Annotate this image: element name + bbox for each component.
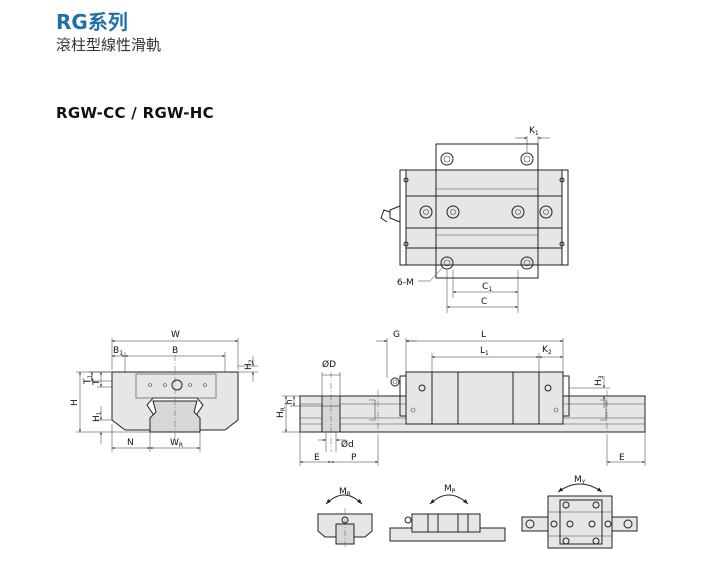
moment-mp-drawing (389, 494, 506, 542)
label-hr: HR (276, 407, 287, 418)
label-c1: C1 (482, 282, 492, 293)
label-h3: H3 (594, 375, 605, 386)
label-6m: 6-M (397, 278, 414, 288)
label-n: N (127, 438, 134, 448)
label-b1: B1 (113, 346, 123, 357)
label-e-right: E (619, 453, 625, 463)
moment-mr-drawing (317, 494, 373, 548)
label-od-small: Ød (341, 439, 354, 450)
label-l: L (481, 330, 486, 340)
label-t1: T1 (83, 375, 94, 386)
series-subtitle: 滾柱型線性滑軌 (56, 36, 162, 54)
label-h-small: h (285, 399, 295, 405)
label-h: H (70, 399, 80, 406)
label-g: G (393, 330, 400, 340)
side-view-drawing (282, 338, 646, 466)
label-mr: MR (339, 487, 351, 498)
label-e-left: E (314, 453, 320, 463)
moment-my-drawing (521, 483, 638, 549)
label-my: MY (574, 475, 586, 486)
label-w: W (171, 330, 180, 340)
label-b: B (172, 346, 178, 356)
end-view-drawing (76, 338, 258, 452)
label-t: T (92, 379, 102, 386)
label-h1: H1 (92, 411, 103, 422)
label-p: P (351, 453, 357, 463)
top-view-drawing (380, 136, 569, 313)
label-h2: H2 (244, 359, 255, 370)
label-od-large: ØD (322, 359, 336, 370)
model-title: RGW-CC / RGW-HC (56, 104, 214, 122)
label-l1: L1 (480, 346, 489, 357)
label-c: C (481, 297, 487, 307)
label-k2: K2 (542, 345, 552, 356)
label-k1: K1 (529, 126, 539, 137)
series-title: RG系列 (56, 10, 128, 34)
label-mp: MP (444, 484, 456, 495)
label-wr: WR (170, 438, 183, 449)
